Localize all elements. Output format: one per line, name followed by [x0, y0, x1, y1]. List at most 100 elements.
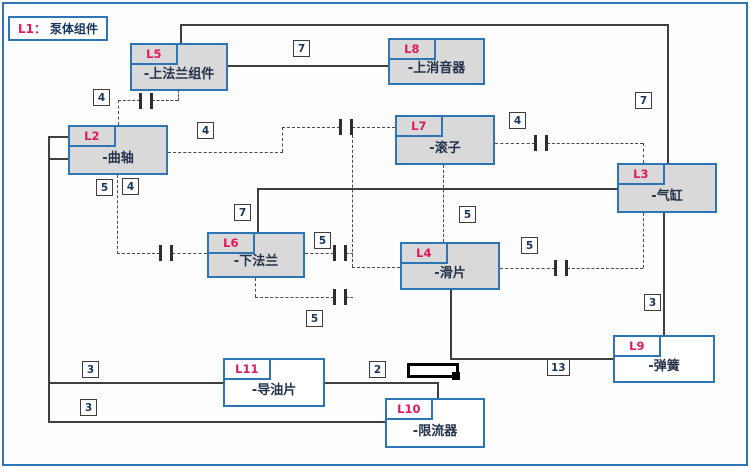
connector-line — [437, 382, 439, 398]
interface-break-icon — [534, 135, 548, 151]
connector-label[interactable]: 3 — [82, 361, 99, 378]
interface-break-icon — [554, 260, 568, 276]
connector-label[interactable]: 4 — [122, 178, 139, 195]
component-box-L7[interactable]: L7 -滚子 — [394, 114, 495, 165]
dashed-connector-line — [255, 278, 256, 297]
component-box-L3[interactable]: L3 -气缸 — [616, 162, 717, 213]
connector-line — [48, 158, 68, 160]
component-box-L2[interactable]: L2 -曲轴 — [67, 124, 168, 175]
dashed-connector-line — [117, 175, 118, 254]
component-box-L8[interactable]: L8 -上消音器 — [387, 37, 485, 85]
connector-label[interactable]: 5 — [96, 179, 113, 196]
connector-label[interactable]: 3 — [644, 294, 661, 311]
dashed-connector-line — [118, 100, 119, 125]
interface-break-icon — [339, 119, 353, 135]
connector-label[interactable]: 4 — [197, 122, 214, 139]
dashed-connector-line — [282, 127, 340, 128]
diagram-title-name: 泵体组件 — [50, 22, 99, 36]
component-id-tag: L3 — [616, 162, 665, 185]
connector-line — [48, 136, 68, 138]
component-name: -气缸 — [651, 189, 683, 204]
connector-line — [180, 24, 668, 26]
interface-break-icon — [333, 289, 347, 305]
connector-label[interactable]: 7 — [635, 92, 652, 109]
component-id-tag: L9 — [612, 334, 661, 357]
component-id-tag: L7 — [394, 114, 443, 137]
connector-line — [257, 188, 259, 232]
component-name: -导油片 — [251, 383, 297, 398]
connector-line — [325, 382, 438, 384]
component-name: -限流器 — [412, 424, 458, 439]
connector-label[interactable]: 5 — [314, 232, 331, 249]
connector-label[interactable]: 5 — [521, 237, 538, 254]
connector-label[interactable]: 2 — [369, 361, 386, 378]
dashed-connector-line — [567, 268, 643, 269]
diagram-title-box: L1： 泵体组件 — [8, 16, 109, 41]
component-id-tag: L2 — [67, 124, 116, 147]
dashed-connector-line — [255, 297, 334, 298]
dashed-connector-line — [352, 130, 353, 267]
connector-label[interactable]: 13 — [547, 359, 570, 376]
component-box-L10[interactable]: L10 -限流器 — [384, 397, 485, 448]
dashed-connector-line — [305, 253, 334, 254]
component-box-L5[interactable]: L5 -上法兰组件 — [129, 42, 228, 91]
black-rectangle-shape[interactable] — [407, 363, 459, 378]
dashed-connector-line — [352, 267, 400, 268]
dashed-connector-line — [118, 100, 140, 101]
dashed-connector-line — [346, 253, 353, 254]
dashed-connector-line — [352, 127, 395, 128]
component-name: -下法兰 — [233, 254, 279, 269]
component-id-tag: L8 — [387, 37, 436, 60]
component-id-tag: L6 — [206, 231, 255, 254]
component-box-L9[interactable]: L9 -弹簧 — [612, 334, 715, 383]
dashed-connector-line — [282, 127, 283, 152]
interface-break-icon — [139, 93, 153, 109]
connector-label[interactable]: 7 — [234, 204, 251, 221]
dashed-connector-line — [643, 213, 644, 268]
dashed-connector-line — [117, 253, 160, 254]
interface-break-icon — [333, 245, 347, 261]
connector-label[interactable]: 5 — [459, 206, 476, 223]
connector-line — [228, 65, 388, 67]
dashed-connector-line — [643, 143, 644, 163]
connector-line — [48, 136, 50, 422]
connector-line — [48, 382, 223, 384]
connector-line — [663, 213, 665, 335]
dashed-connector-line — [547, 143, 643, 144]
component-name: -滑片 — [434, 266, 466, 281]
connector-line — [48, 421, 385, 423]
component-box-L6[interactable]: L6 -下法兰 — [206, 231, 305, 278]
connector-label[interactable]: 5 — [306, 310, 323, 327]
connector-line — [257, 188, 617, 190]
dashed-connector-line — [346, 297, 353, 298]
connector-label[interactable]: 4 — [509, 112, 526, 129]
dashed-connector-line — [168, 152, 283, 153]
component-id-tag: L5 — [129, 42, 178, 65]
connector-line — [667, 24, 669, 163]
connector-line — [180, 24, 182, 43]
connector-line — [450, 290, 452, 358]
black-square-handle — [452, 372, 460, 380]
connector-line — [450, 358, 613, 360]
component-id-tag: L11 — [222, 357, 271, 380]
interface-break-icon — [159, 245, 173, 261]
component-name: -滚子 — [429, 141, 461, 156]
connector-label[interactable]: 4 — [93, 89, 110, 106]
component-id-tag: L10 — [384, 397, 433, 420]
dashed-connector-line — [178, 90, 179, 101]
component-box-L11[interactable]: L11 -导油片 — [222, 357, 325, 407]
connector-label[interactable]: 7 — [293, 40, 310, 57]
component-name: -上消音器 — [407, 61, 466, 76]
dashed-connector-line — [172, 253, 207, 254]
dashed-connector-line — [152, 100, 178, 101]
diagram-title-id: L1： — [18, 22, 46, 36]
component-id-tag: L4 — [399, 241, 448, 264]
component-box-L4[interactable]: L4 -滑片 — [399, 241, 500, 290]
dashed-connector-line — [443, 165, 444, 242]
connector-label[interactable]: 3 — [80, 399, 97, 416]
component-name: -上法兰组件 — [143, 67, 215, 82]
component-name: -弹簧 — [648, 359, 680, 374]
component-name: -曲轴 — [102, 151, 134, 166]
